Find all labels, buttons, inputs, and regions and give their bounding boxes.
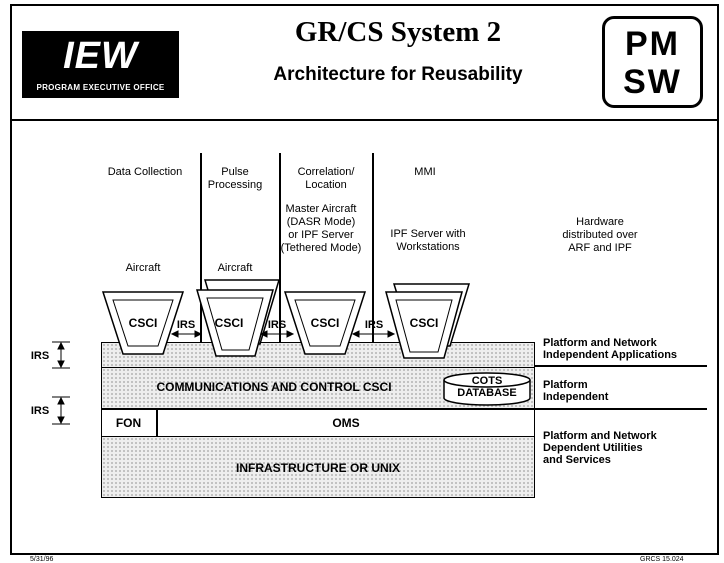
iew-logo-text: IEW (63, 35, 138, 77)
right-rule-apps (535, 365, 707, 367)
page-subtitle: Architecture for Reusability (273, 64, 523, 85)
fon-oms-divider (156, 409, 158, 437)
csci-funnel-2 (196, 279, 281, 357)
location-label-master-aircraft: Master Aircraft (DASR Mode) or IPF Serve… (280, 203, 362, 254)
irs-label-2: IRS (267, 319, 287, 331)
csci-label-1: CSCI (128, 316, 158, 330)
column-heading-data-collection: Data Collection (107, 166, 183, 178)
csci-label-3: CSCI (310, 316, 340, 330)
irs-marker-top (52, 341, 70, 369)
hardware-note: Hardware distributed over ARF and IPF (562, 216, 638, 254)
column-heading-mmi: MMI (414, 166, 436, 178)
slide-frame (10, 4, 719, 555)
right-rule-platform (535, 408, 707, 410)
infrastructure-label: INFRASTRUCTURE OR UNIX (236, 461, 400, 475)
pmsw-logo-line1: PM (625, 25, 680, 63)
comm-control-label: COMMUNICATIONS AND CONTROL CSCI (156, 380, 392, 394)
column-divider-1 (200, 153, 202, 350)
irs-label-left-bottom: IRS (30, 405, 50, 417)
irs-label-left-top: IRS (30, 350, 50, 362)
irs-arrow-2 (259, 330, 295, 338)
csci-label-4: CSCI (409, 316, 439, 330)
cots-database-cylinder (443, 372, 531, 406)
csci-funnel-3 (283, 291, 367, 355)
infrastructure-layer (101, 436, 535, 498)
iew-logo-subtitle: PROGRAM EXECUTIVE OFFICE (36, 83, 165, 92)
pmsw-logo-line2: SW (623, 63, 682, 101)
right-label-apps: Platform and Network Independent Applica… (543, 337, 678, 361)
column-divider-2 (279, 153, 281, 350)
column-heading-pulse-processing: Pulse Processing (207, 166, 263, 191)
page-title: GR/CS System 2 (294, 16, 502, 48)
irs-arrow-1 (170, 330, 203, 338)
csci-label-2: CSCI (214, 316, 244, 330)
csci-funnel-1 (101, 291, 185, 355)
pmsw-logo: PM SW (602, 16, 703, 108)
oms-label: OMS (332, 416, 360, 430)
location-label-aircraft-1: Aircraft (125, 262, 161, 274)
location-label-ipf-server: IPF Server with Workstations (390, 228, 466, 253)
header-divider (10, 119, 719, 121)
irs-arrow-3 (351, 330, 396, 338)
irs-label-1: IRS (176, 319, 196, 331)
fon-label: FON (115, 416, 142, 430)
iew-logo: IEW PROGRAM EXECUTIVE OFFICE (22, 31, 179, 98)
cots-database-label: COTS DATABASE (457, 375, 517, 399)
footer-date: 5/31/96 (30, 556, 54, 563)
irs-marker-bottom (52, 396, 70, 425)
column-divider-3 (372, 153, 374, 350)
csci-funnel-4 (385, 283, 471, 359)
location-label-aircraft-2: Aircraft (217, 262, 253, 274)
footer-code: GRCS 15.024 (640, 556, 684, 563)
fon-oms-layer (101, 409, 535, 437)
column-heading-correlation-location: Correlation/ Location (297, 166, 355, 191)
right-label-platform: Platform Independent (543, 379, 609, 403)
right-label-utilities: Platform and Network Dependent Utilities… (543, 430, 657, 466)
irs-label-3: IRS (364, 319, 384, 331)
